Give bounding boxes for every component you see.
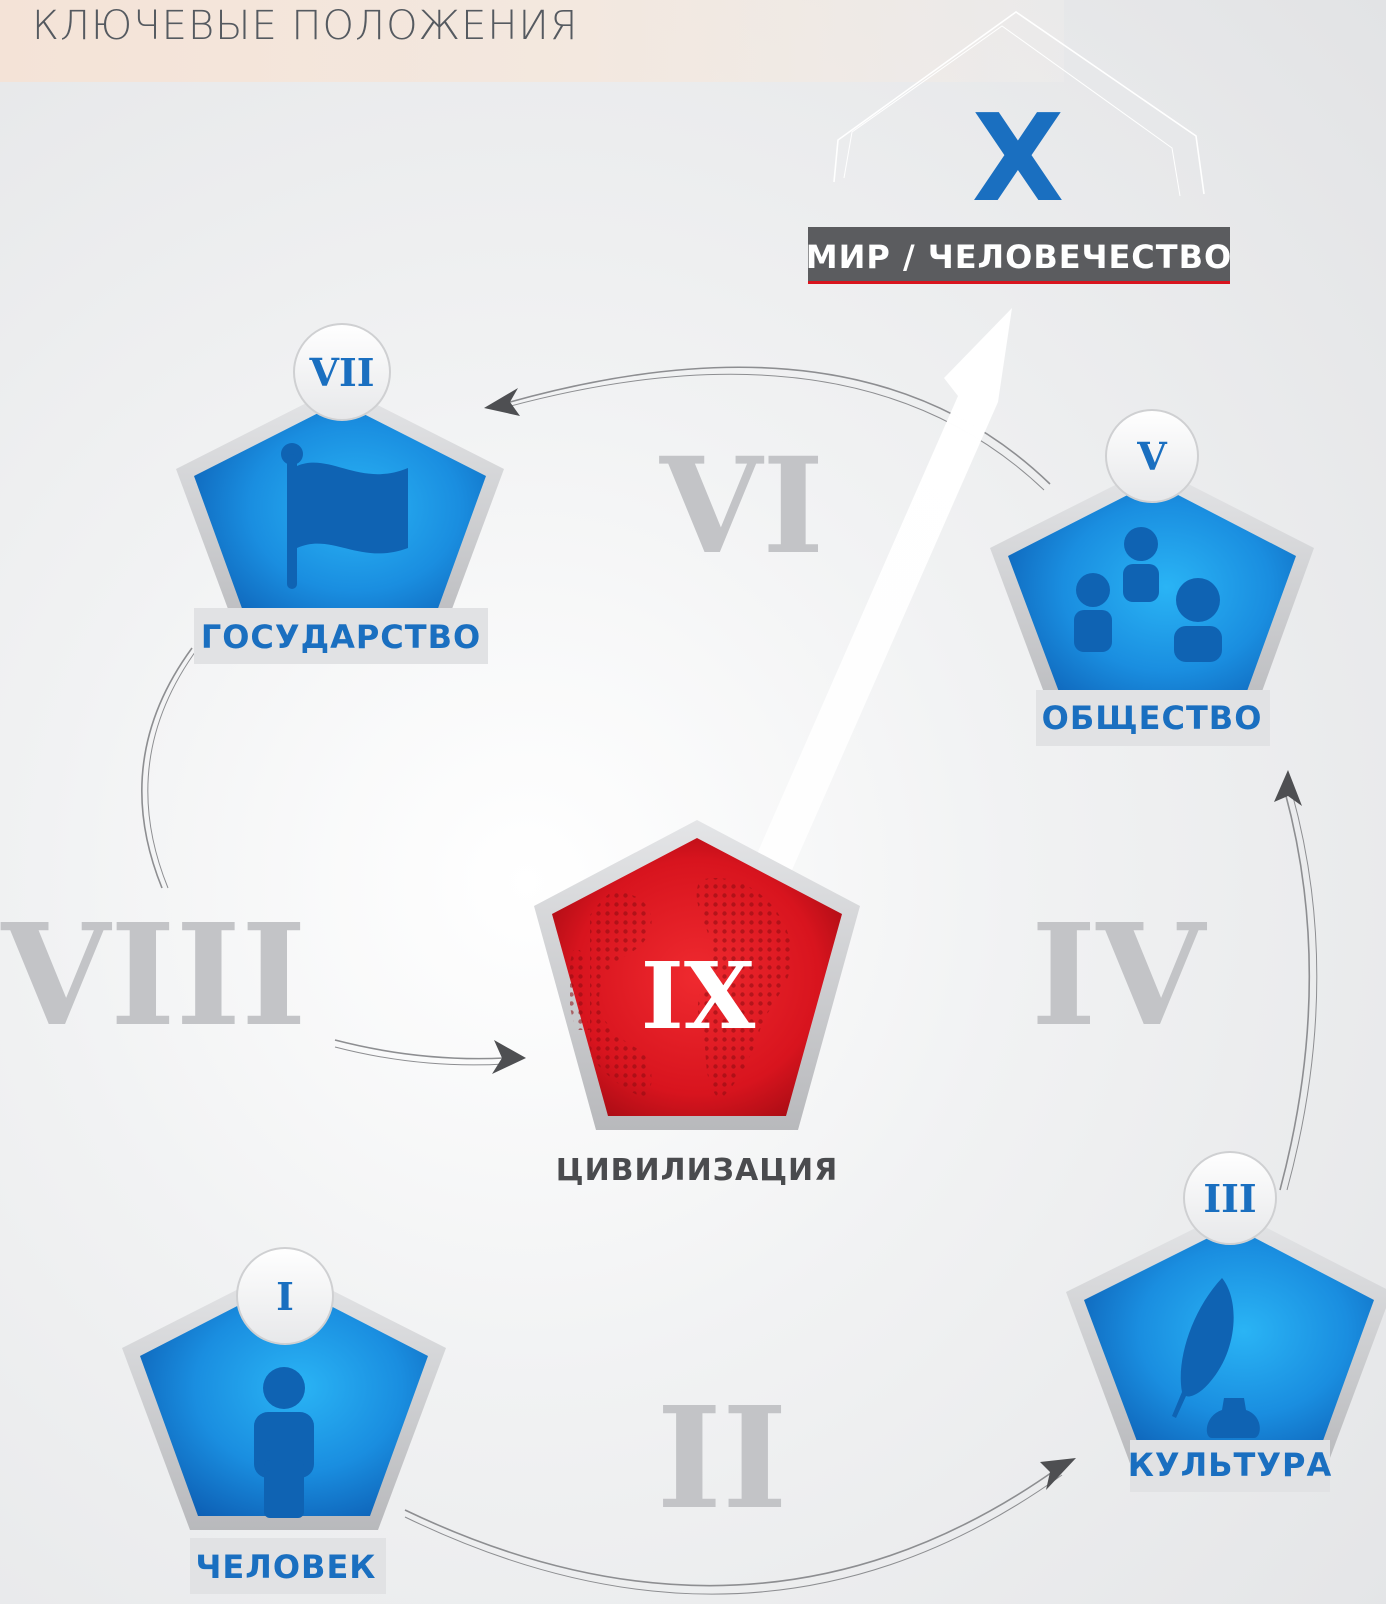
- node-culture-number: III: [1203, 1176, 1256, 1221]
- node-state: ГОСУДАРСТВО VII: [176, 323, 504, 664]
- flag-icon: [281, 443, 408, 589]
- node-culture: КУЛЬТУРА III: [1066, 1151, 1386, 1492]
- civilization-number: IX: [641, 942, 756, 1050]
- stage-numeral-ii: II: [657, 1377, 788, 1541]
- civilization-label: ЦИВИЛИЗАЦИЯ: [556, 1153, 839, 1188]
- node-person-badge: [236, 1247, 334, 1345]
- world-label-underline: [808, 281, 1230, 284]
- stage-numeral-viii: VIII: [0, 894, 306, 1058]
- arrow-culture-to-society: [1279, 791, 1311, 1191]
- node-culture-label: КУЛЬТУРА: [1128, 1446, 1333, 1484]
- flow-arrows: [141, 366, 1318, 1595]
- arrowhead-state: [484, 388, 520, 416]
- node-society-number: V: [1136, 434, 1168, 479]
- stage-numeral-vi: VI: [659, 429, 824, 584]
- node-state-badge: [293, 323, 391, 421]
- arrow-person-to-culture: [404, 1467, 1059, 1587]
- node-society: ОБЩЕСТВО V: [990, 409, 1314, 746]
- node-person-number: I: [276, 1274, 294, 1319]
- arrowhead-culture: [1040, 1458, 1076, 1490]
- people-group-icon: [1074, 527, 1222, 662]
- arrow-civilization-to-world: [750, 308, 1012, 870]
- node-state-number: VII: [308, 350, 374, 395]
- arrowhead-civilization: [492, 1040, 526, 1074]
- node-culture-badge: [1183, 1151, 1277, 1245]
- node-state-label: ГОСУДАРСТВО: [201, 618, 481, 656]
- arrow-heads: [484, 388, 1302, 1490]
- arrow-society-to-state: [495, 366, 1051, 485]
- header-bar: [0, 0, 1064, 82]
- arrow-state-to-viii: [141, 647, 193, 889]
- world-number: X: [972, 90, 1065, 229]
- arrow-viii-to-civilization: [334, 1039, 506, 1060]
- node-person-label: ЧЕЛОВЕК: [196, 1548, 377, 1586]
- world-label: МИР / ЧЕЛОВЕЧЕСТВО: [806, 238, 1232, 276]
- person-icon: [254, 1367, 314, 1518]
- node-person: ЧЕЛОВЕК I: [122, 1247, 446, 1594]
- stage-numeral-iv: IV: [1031, 894, 1207, 1058]
- world-label-box: [808, 227, 1230, 283]
- node-civilization: IX ЦИВИЛИЗАЦИЯ: [534, 820, 860, 1188]
- quill-inkwell-icon: [1172, 1278, 1260, 1438]
- world-outline: [833, 11, 1205, 197]
- page-title: КЛЮЧЕВЫЕ ПОЛОЖЕНИЯ: [32, 3, 579, 49]
- globe-icon: [570, 878, 793, 1107]
- node-society-badge: [1105, 409, 1199, 503]
- arrowhead-society: [1274, 770, 1302, 806]
- node-society-label: ОБЩЕСТВО: [1042, 699, 1263, 737]
